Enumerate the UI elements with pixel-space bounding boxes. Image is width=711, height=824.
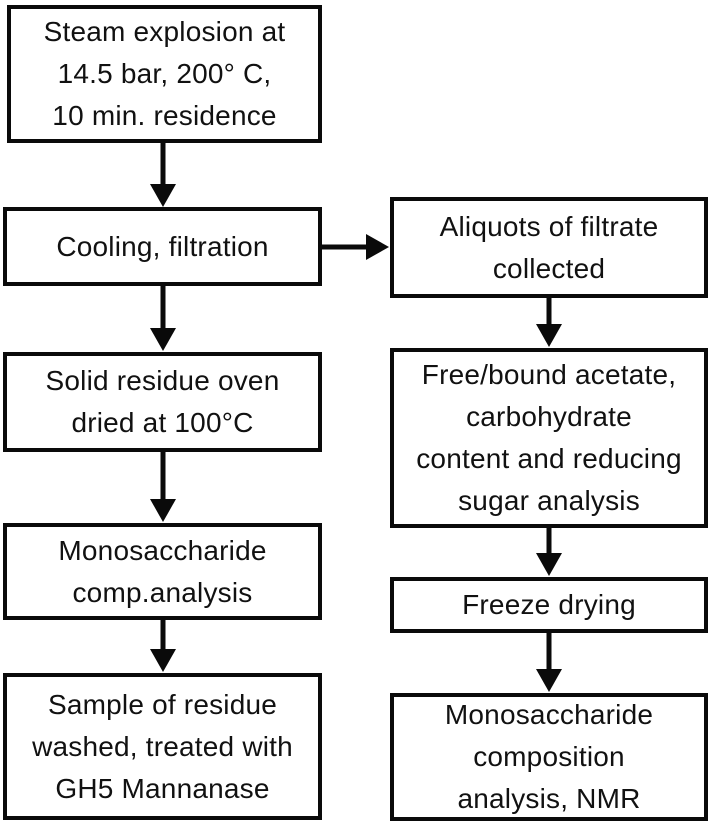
node-solid-residue-dried: Solid residue oven dried at 100°C (3, 352, 322, 452)
node-monosaccharide-comp-analysis: Monosaccharide comp.analysis (3, 523, 322, 620)
node-monosaccharide-analysis-nmr-label: Monosaccharide composition analysis, NMR (444, 699, 654, 814)
arrow-solid-to-monocomp (150, 452, 176, 522)
arrow-freebound-to-freeze (536, 528, 562, 576)
node-sample-residue-mannanase-label: Sample of residue washed, treated with G… (32, 688, 293, 804)
node-aliquots-filtrate: Aliquots of filtrate collected (390, 197, 708, 298)
arrow-cooling-to-aliquots (322, 234, 389, 260)
arrow-freeze-to-mononmr (536, 633, 562, 692)
node-freeze-drying: Freeze drying (390, 577, 708, 633)
arrow-cooling-to-solid (150, 285, 176, 351)
arrow-monocomp-to-sample (150, 620, 176, 672)
node-free-bound-acetate-analysis: Free/bound acetate, carbohydrate content… (390, 348, 708, 528)
node-monosaccharide-analysis-nmr: Monosaccharide composition analysis, NMR (390, 693, 708, 821)
node-aliquots-filtrate-label: Aliquots of filtrate collected (439, 210, 659, 284)
node-solid-residue-dried-label: Solid residue oven dried at 100°C (45, 365, 280, 438)
node-monosaccharide-comp-analysis-label: Monosaccharide comp.analysis (58, 534, 267, 608)
node-steam-explosion-label: Steam explosion at 14.5 bar, 200° C, 10 … (43, 16, 286, 131)
arrow-steam-to-cooling (150, 142, 176, 207)
node-freeze-drying-label: Freeze drying (462, 589, 636, 620)
node-sample-residue-mannanase: Sample of residue washed, treated with G… (3, 673, 322, 820)
node-free-bound-acetate-analysis-label: Free/bound acetate, carbohydrate content… (416, 359, 682, 516)
arrow-aliquots-to-freebound (536, 298, 562, 347)
node-cooling-filtration: Cooling, filtration (3, 207, 322, 286)
node-cooling-filtration-label: Cooling, filtration (56, 230, 269, 262)
node-steam-explosion: Steam explosion at 14.5 bar, 200° C, 10 … (7, 5, 322, 143)
